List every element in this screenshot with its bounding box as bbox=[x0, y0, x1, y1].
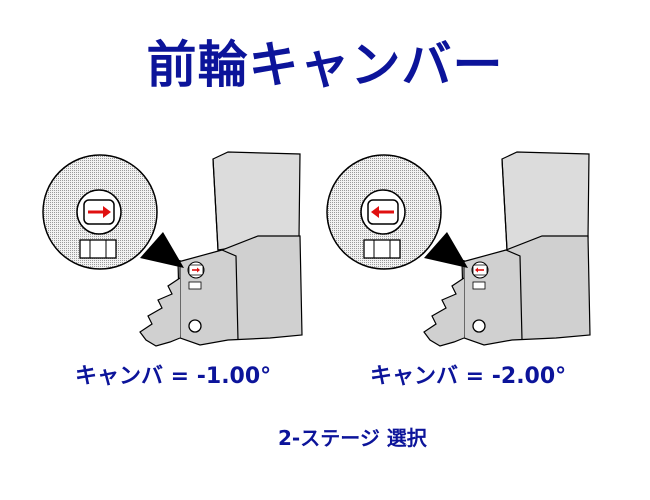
left-magnified-adjuster bbox=[42, 154, 158, 270]
arrow-left-icon bbox=[371, 206, 394, 218]
right-callout-pointer bbox=[424, 232, 468, 268]
right-camber-caption: キャンバ = -2.00° bbox=[370, 364, 567, 389]
right-strut-assembly bbox=[423, 151, 591, 347]
page-title: 前輪キャンバー bbox=[146, 36, 504, 94]
stage-select-label: 2-ステージ 選択 bbox=[278, 426, 427, 450]
left-camber-caption: キャンバ = -1.00° bbox=[75, 364, 272, 389]
right-magnified-adjuster bbox=[326, 154, 442, 270]
left-strut-assembly bbox=[139, 151, 303, 347]
arrow-right-icon bbox=[88, 206, 111, 218]
left-callout-pointer bbox=[140, 232, 184, 268]
